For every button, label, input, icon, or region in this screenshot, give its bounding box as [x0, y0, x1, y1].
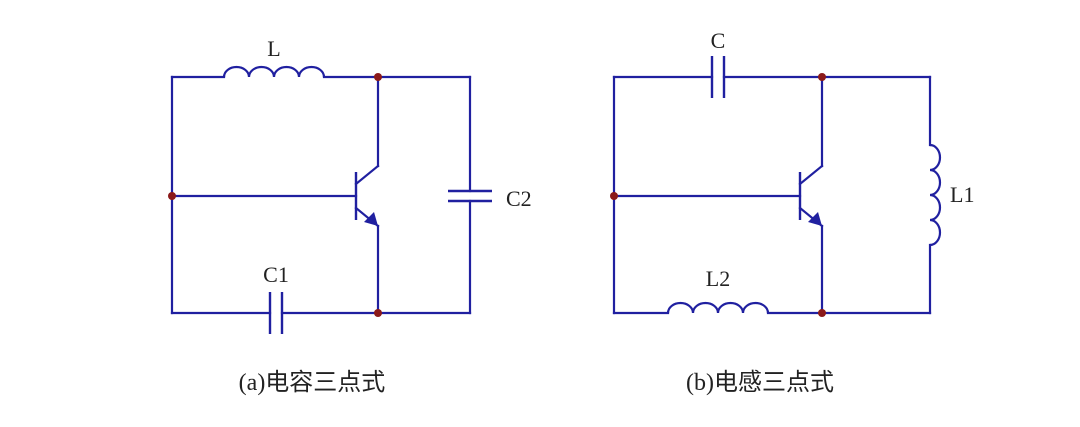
- emitter-arrow: [808, 212, 822, 226]
- junction-dot: [168, 192, 176, 200]
- inductor-l2: [666, 301, 770, 314]
- caption-inductive: (b)电感三点式: [686, 369, 834, 396]
- transistor-collector: [798, 164, 824, 186]
- label-c2: C2: [506, 186, 532, 211]
- label-l1: L1: [950, 182, 974, 207]
- caption-capacitive: (a)电容三点式: [239, 369, 386, 396]
- circuit-inductive: C L1 L2 (b)电感三点式: [610, 28, 974, 396]
- inductor-l1: [929, 143, 942, 247]
- junction-dot: [374, 73, 382, 81]
- label-l2: L2: [706, 266, 730, 291]
- inductor-l: [222, 65, 326, 78]
- transistor-collector: [354, 164, 380, 186]
- junction-dot: [610, 192, 618, 200]
- junction-dot: [818, 73, 826, 81]
- emitter-arrow: [364, 212, 378, 226]
- label-l: L: [267, 36, 280, 61]
- label-c: C: [711, 28, 726, 53]
- junction-dot: [818, 309, 826, 317]
- circuit-capacitive: L C2 C1 (a)电容三点式: [168, 36, 532, 396]
- label-c1: C1: [263, 262, 289, 287]
- junction-dot: [374, 309, 382, 317]
